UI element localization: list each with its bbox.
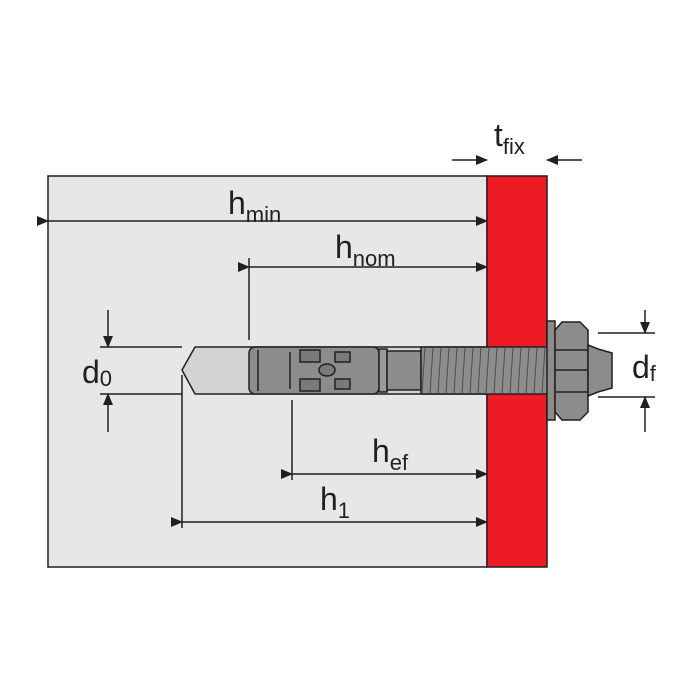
d-0-label: d0 [82,354,112,391]
bolt-end [587,343,613,398]
d-f-label: df [632,349,657,386]
hex-nut [554,321,589,421]
h-ef-label: hef [372,433,409,475]
h-min-label: hmin [228,185,281,227]
washer [546,320,556,421]
h-1-label: h1 [320,481,350,523]
t-fix-label: tfix [494,117,525,159]
anchor-bolt [248,320,613,421]
h-nom-label: hnom [335,229,396,271]
